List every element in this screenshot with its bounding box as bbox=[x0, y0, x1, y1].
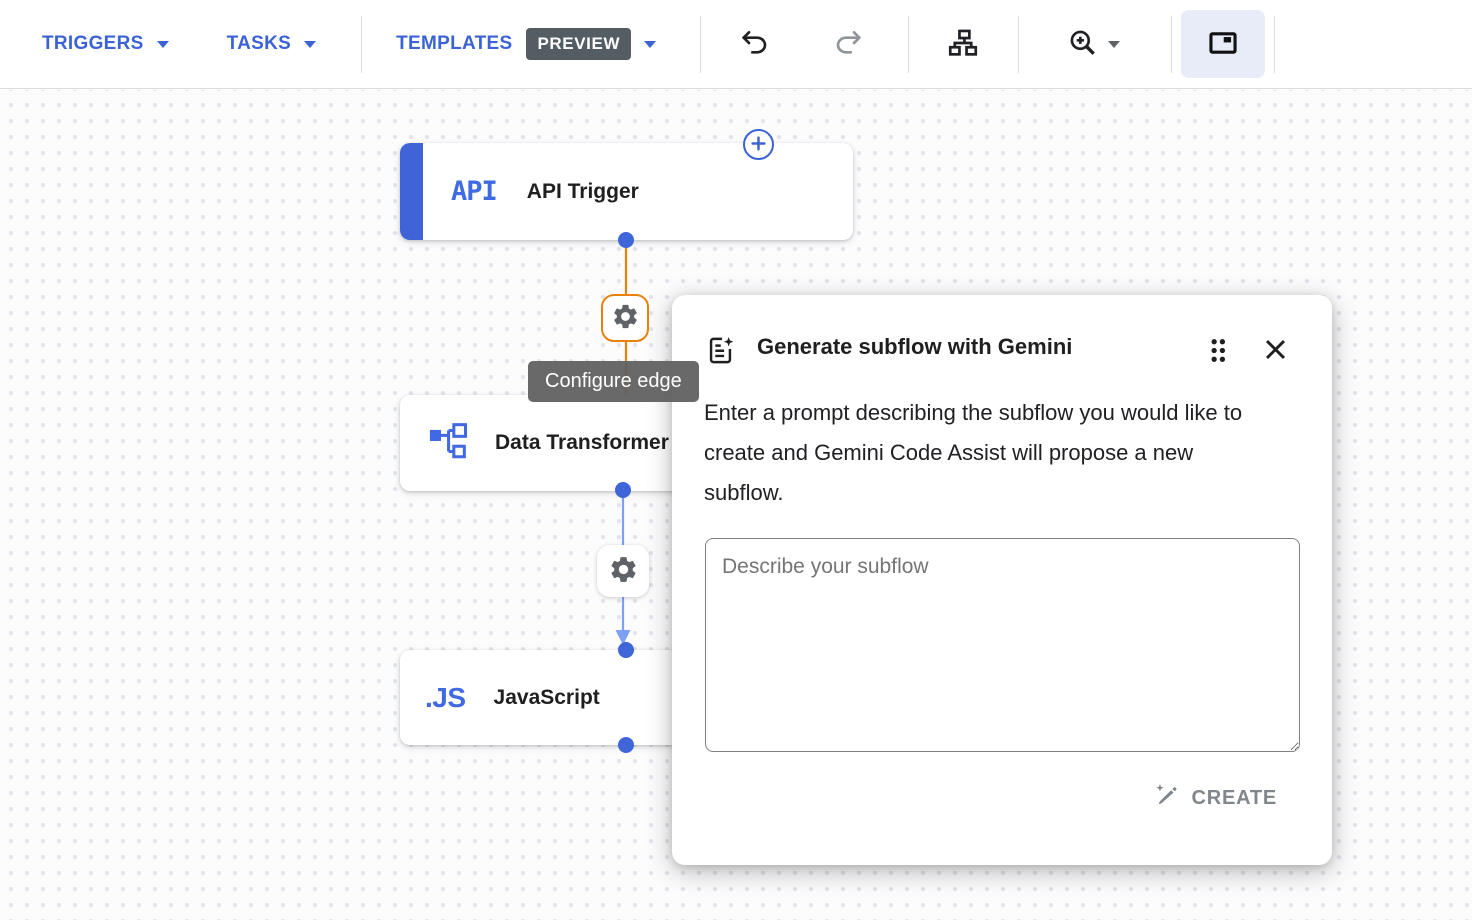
port-api-output[interactable] bbox=[618, 232, 634, 248]
chevron-down-icon bbox=[304, 40, 317, 48]
tasks-menu-button[interactable]: TASKS bbox=[226, 33, 317, 55]
chevron-down-icon bbox=[1107, 40, 1120, 48]
gear-icon bbox=[608, 554, 639, 588]
redo-button[interactable] bbox=[824, 14, 872, 74]
node-label: API Trigger bbox=[526, 179, 639, 203]
subflow-prompt-input[interactable] bbox=[705, 538, 1300, 752]
zoom-menu-button[interactable] bbox=[1048, 14, 1138, 74]
create-label: CREATE bbox=[1191, 787, 1277, 809]
port-javascript-input[interactable] bbox=[618, 642, 634, 658]
node-api-trigger[interactable]: API API Trigger bbox=[400, 143, 853, 240]
dialog-title: Generate subflow with Gemini bbox=[757, 334, 1073, 359]
triggers-menu-button[interactable]: TRIGGERS bbox=[42, 33, 169, 55]
undo-button[interactable] bbox=[731, 14, 779, 74]
trigger-accent-bar bbox=[400, 143, 423, 240]
redo-icon bbox=[832, 27, 864, 62]
javascript-icon: .JS bbox=[425, 681, 466, 713]
node-label: Data Transformer bbox=[495, 431, 669, 454]
drag-handle[interactable] bbox=[1207, 335, 1229, 369]
chevron-down-icon bbox=[644, 40, 657, 48]
data-transformer-icon bbox=[425, 420, 471, 467]
templates-label: TEMPLATES bbox=[396, 33, 513, 54]
port-javascript-output[interactable] bbox=[618, 737, 634, 753]
plus-icon bbox=[751, 135, 766, 154]
drag-handle-icon bbox=[1207, 339, 1229, 369]
triggers-label: TRIGGERS bbox=[42, 33, 144, 54]
toolbar: TRIGGERS TASKS TEMPLATES PREVIEW bbox=[0, 0, 1472, 89]
toolbar-divider bbox=[908, 15, 910, 73]
add-node-button[interactable] bbox=[743, 129, 774, 160]
toolbar-divider bbox=[1018, 15, 1020, 73]
sitemap-icon bbox=[946, 26, 980, 63]
auto-layout-button[interactable] bbox=[939, 14, 987, 74]
templates-menu-button[interactable]: TEMPLATES PREVIEW bbox=[396, 28, 657, 60]
pen-spark-icon bbox=[1153, 782, 1180, 815]
gear-icon bbox=[611, 302, 640, 334]
toolbar-divider bbox=[700, 15, 702, 73]
zoom-in-icon bbox=[1067, 27, 1099, 62]
port-transformer-output[interactable] bbox=[615, 482, 631, 498]
tooltip-text: Configure edge bbox=[545, 370, 682, 392]
toolbar-divider bbox=[1274, 15, 1276, 73]
node-label: JavaScript bbox=[493, 685, 600, 709]
create-button[interactable]: CREATE bbox=[1153, 782, 1277, 815]
chevron-down-icon bbox=[156, 40, 169, 48]
api-trigger-icon: API bbox=[451, 176, 498, 207]
toolbar-divider bbox=[361, 15, 363, 73]
generate-document-spark-icon bbox=[705, 335, 736, 371]
minimap-toggle-button[interactable] bbox=[1181, 10, 1266, 78]
close-button[interactable] bbox=[1261, 335, 1290, 367]
configure-edge-button-selected[interactable] bbox=[601, 294, 649, 342]
tasks-label: TASKS bbox=[226, 33, 292, 54]
toolbar-divider bbox=[1171, 15, 1173, 73]
picture-in-picture-icon bbox=[1206, 26, 1240, 63]
dialog-description: Enter a prompt describing the subflow yo… bbox=[704, 400, 1243, 505]
configure-edge-button[interactable] bbox=[597, 545, 649, 597]
close-icon bbox=[1261, 340, 1290, 367]
preview-badge: PREVIEW bbox=[526, 28, 632, 60]
configure-edge-tooltip: Configure edge bbox=[528, 361, 699, 402]
generate-subflow-dialog: Generate subflow with Gemini Enter a pro… bbox=[672, 295, 1332, 865]
undo-icon bbox=[739, 27, 771, 62]
